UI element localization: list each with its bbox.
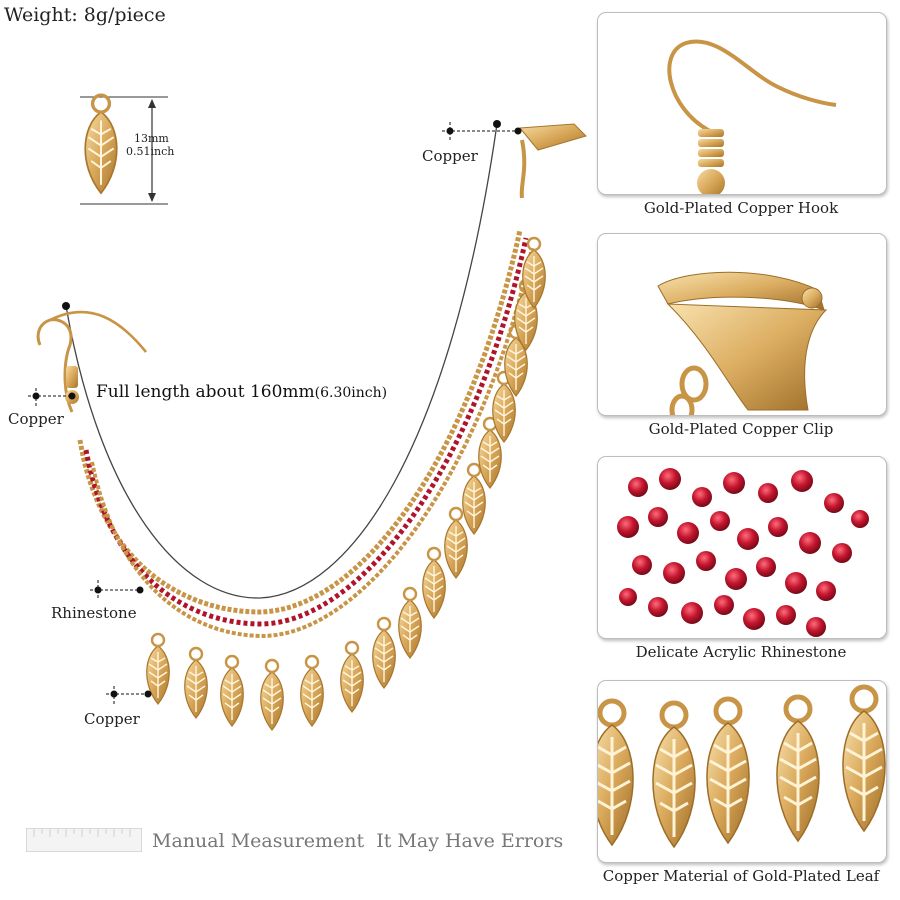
measurement-disclaimer: Manual Measurement It May Have Errors xyxy=(152,830,564,852)
rhinestone-icon xyxy=(617,468,869,637)
callout-rhinestone: Rhinestone xyxy=(51,604,137,622)
clip-icon xyxy=(657,271,828,415)
hook-icon xyxy=(667,39,837,194)
full-length-mm: Full length about 160mm xyxy=(96,382,315,402)
callout-copper-leaf: Copper xyxy=(84,710,140,728)
leaf-dimension-mm: 13mm xyxy=(134,132,169,145)
weight-label: Weight: 8g/piece xyxy=(4,4,166,26)
leaf-sample-icon xyxy=(80,93,168,205)
callout-copper-clip: Copper xyxy=(422,147,478,165)
clip-detail-panel xyxy=(597,233,887,416)
ruler-icon xyxy=(26,828,142,852)
length-curve xyxy=(65,123,498,599)
callout-copper-hook: Copper xyxy=(8,410,64,428)
leaf-icon xyxy=(598,681,886,862)
clip-caption: Gold-Plated Copper Clip xyxy=(648,420,834,438)
rhinestone-caption: Delicate Acrylic Rhinestone xyxy=(635,643,847,661)
leaf-detail-panel xyxy=(597,680,887,863)
hook-caption: Gold-Plated Copper Hook xyxy=(643,199,839,217)
leaf-dimension: 13mm 0.51inch xyxy=(126,132,174,158)
leaf-caption: Copper Material of Gold-Plated Leaf xyxy=(602,867,880,885)
product-illustration xyxy=(28,93,587,732)
hook-detail-panel xyxy=(597,12,887,195)
leaf-dimension-inch: 0.51inch xyxy=(126,145,175,158)
full-length-label: Full length about 160mm(6.30inch) xyxy=(96,382,387,402)
rhinestone-detail-panel xyxy=(597,456,887,639)
full-length-inch: (6.30inch) xyxy=(314,385,388,401)
